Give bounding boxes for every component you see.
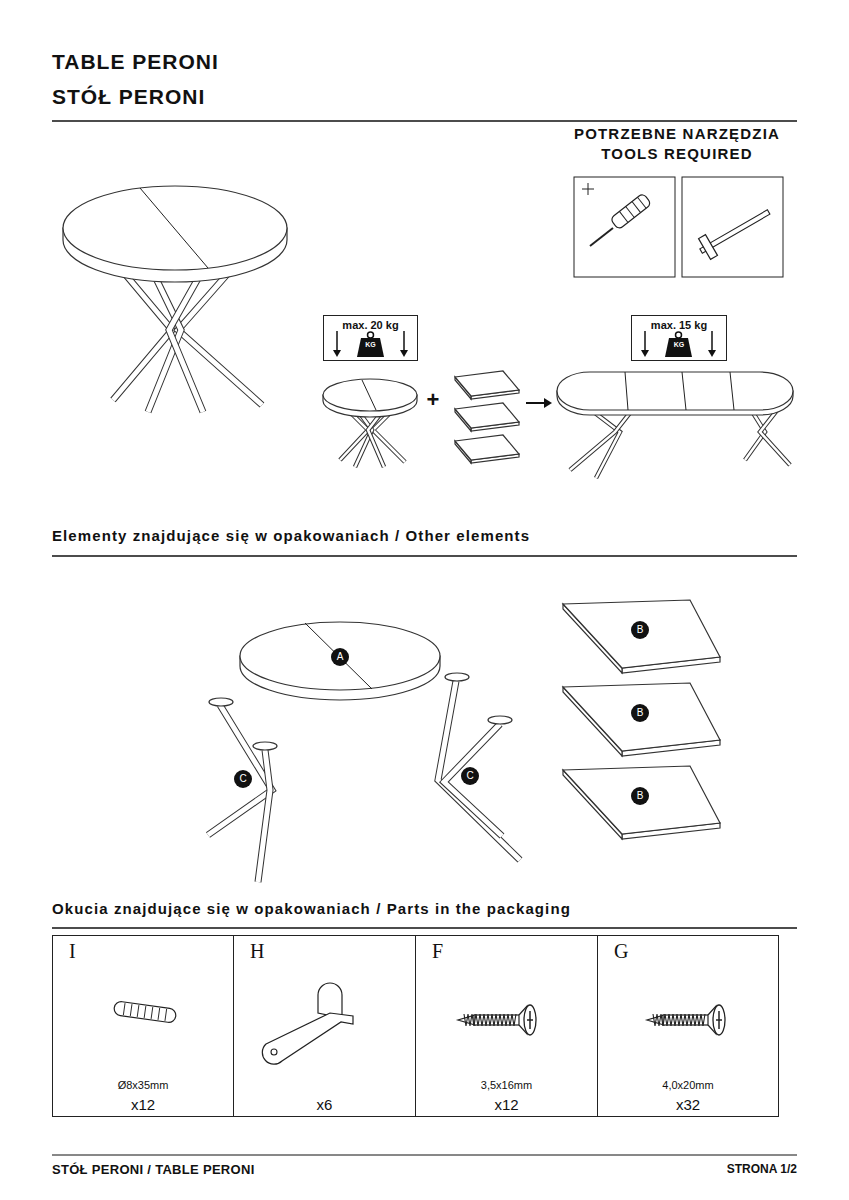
part-cell: F 3,5x16mm x12: [415, 935, 598, 1117]
table-illustration: [557, 372, 793, 478]
callout-circle: C: [234, 770, 252, 788]
footer-rule: [52, 1155, 797, 1156]
part-letter: G: [614, 940, 628, 963]
hammer-icon: [695, 202, 775, 262]
part-letter: H: [250, 940, 264, 963]
plus-symbol: +: [427, 387, 440, 413]
callout-circle: B: [631, 704, 649, 722]
part-cell: I Ø8x35mm x12: [52, 935, 234, 1117]
screw-icon: [458, 1005, 536, 1035]
table-illustration: [63, 186, 287, 412]
bracket-icon: [262, 983, 353, 1064]
part-quantity: x12: [494, 1096, 518, 1113]
weight-icon-text: KG: [365, 341, 376, 349]
table-illustration: [323, 379, 417, 467]
section-rule: [52, 927, 797, 929]
part-quantity: x6: [317, 1096, 333, 1113]
callout-letter: B: [637, 625, 644, 635]
part-size: 3,5x16mm: [481, 1079, 532, 1091]
header-rule: [52, 120, 797, 122]
weight-limit-box: max. 20 kg KG: [323, 315, 418, 361]
tool-box: [682, 177, 783, 277]
leaf-illustration: [455, 371, 519, 463]
footer-text: STÓŁ PERONI / TABLE PERONI: [52, 1162, 255, 1177]
dowel-icon: [113, 1001, 176, 1023]
part-size: Ø8x35mm: [118, 1079, 169, 1091]
page-title: TABLE PERONI: [52, 50, 219, 74]
callout-circle: A: [331, 648, 349, 666]
callout-letter: A: [337, 652, 344, 662]
part-quantity: x12: [131, 1096, 155, 1113]
part-size: 4,0x20mm: [662, 1079, 713, 1091]
page-number: STRONA 1/2: [727, 1162, 797, 1176]
leaf-illustration: [563, 600, 720, 839]
part-cell: G 4,0x20mm x32: [597, 935, 779, 1117]
leg-illustration: [208, 698, 277, 882]
tools-heading: TOOLS REQUIRED: [601, 145, 753, 162]
tool-box: [574, 177, 675, 277]
callout-circle: B: [631, 621, 649, 639]
callout-circle: B: [631, 787, 649, 805]
tools-heading: POTRZEBNE NARZĘDZIA: [574, 125, 780, 142]
callout-letter: B: [637, 708, 644, 718]
weight-icon-text: KG: [674, 341, 685, 349]
section-heading: Elementy znajdujące się w opakowaniach /…: [52, 527, 530, 544]
weight-limit: max. 15 kg: [651, 319, 707, 331]
callout-circle: C: [461, 767, 479, 785]
weight-icon: [641, 331, 716, 357]
callout-letter: C: [239, 774, 246, 784]
screwdriver-icon: [582, 183, 652, 246]
leg-illustration: [438, 673, 520, 860]
weight-limit: max. 20 kg: [342, 319, 398, 331]
callout-letter: B: [637, 791, 644, 801]
section-rule: [52, 555, 797, 557]
page-title: STÓŁ PERONI: [52, 85, 205, 109]
weight-icon: [333, 331, 408, 357]
part-letter: I: [69, 940, 76, 963]
arrow-symbol: [526, 398, 552, 408]
part-letter: F: [432, 940, 443, 963]
weight-limit-box: max. 15 kg KG: [631, 315, 727, 361]
section-heading: Okucia znajdujące się w opakowaniach / P…: [52, 900, 571, 917]
tabletop-illustration: [240, 622, 440, 700]
callout-letter: C: [466, 771, 473, 781]
part-quantity: x32: [676, 1096, 700, 1113]
part-cell: Hx6: [233, 935, 416, 1117]
screw-icon: [647, 1005, 725, 1035]
